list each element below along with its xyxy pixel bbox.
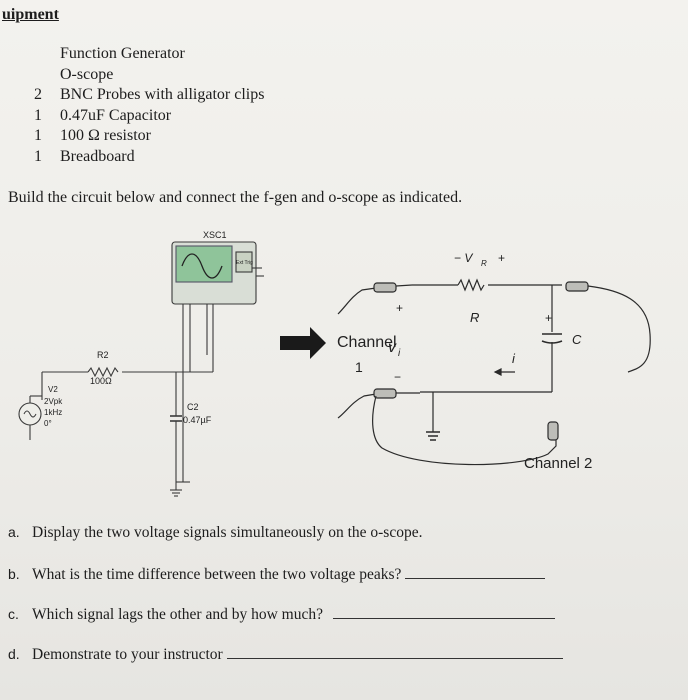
i-label: i (512, 351, 516, 366)
channel1-label: Channel (337, 334, 397, 351)
resistor-r (457, 278, 485, 292)
right-arrow-icon (280, 327, 326, 359)
circuit-diagram: XSC1 Ext Trig R2 100Ω V2 2Vpk 1kHz 0° C2… (18, 230, 651, 497)
ext-trig-block (235, 251, 253, 273)
channel2-probe-wire (587, 285, 651, 373)
answer-blank[interactable] (226, 644, 563, 659)
equipment-item: O-scope (60, 65, 114, 83)
alligator-clip-top (373, 282, 397, 293)
channel2-label: Channel 2 (524, 455, 592, 472)
vr-label: − V (454, 251, 473, 265)
cap-plus-sign: + (545, 311, 552, 325)
schematic (18, 241, 264, 497)
build-instruction: Build the circuit below and connect the … (8, 189, 463, 206)
vi-subscript: i (398, 348, 401, 359)
question-b: b. What is the time difference between t… (8, 564, 546, 584)
plus-sign: + (396, 301, 403, 315)
question-c: c. Which signal lags the other and by ho… (8, 604, 555, 624)
resistor-value: 100Ω (90, 376, 112, 386)
section-heading: uipment (2, 6, 59, 23)
schematic-labels: XSC1 Ext Trig R2 100Ω V2 2Vpk 1kHz 0° C2… (44, 230, 253, 428)
channel2-ground-wire (372, 395, 557, 466)
r-label: R (470, 310, 479, 325)
channel1-ground-wire (337, 393, 377, 419)
cap-ref: C2 (187, 402, 199, 412)
vr-subscript: R (481, 259, 487, 268)
c-label: C (572, 332, 582, 347)
answer-blank[interactable] (332, 604, 555, 619)
source-phase: 0° (44, 419, 52, 428)
alligator-clip-bottom (373, 388, 397, 399)
channel1-number: 1 (355, 359, 363, 375)
scope-screen (175, 245, 233, 283)
ext-trig-label: Ext Trig (236, 260, 253, 266)
source-ref: V2 (48, 385, 58, 394)
scope-label: XSC1 (203, 230, 227, 240)
question-d: d. Demonstrate to your instructor (8, 644, 563, 664)
vi-label: v (388, 339, 397, 356)
source-amp: 2Vpk (44, 397, 63, 406)
pictorial-circuit (337, 278, 651, 466)
resistor-r2 (87, 366, 119, 378)
minus-sign: − (394, 370, 401, 384)
source-freq: 1kHz (44, 408, 62, 417)
cap-value: 0.47µF (183, 415, 212, 425)
equipment-item: Function Generator (60, 45, 185, 62)
channel1-probe-wire (337, 287, 377, 315)
answer-blank[interactable] (405, 564, 546, 579)
pictorial-labels: Channel v i 1 − V R + R C i + + − Channe… (337, 251, 592, 472)
question-a: a. Display the two voltage signals simul… (8, 524, 423, 541)
resistor-ref: R2 (97, 350, 109, 360)
vr-plus: + (498, 251, 505, 265)
alligator-clip-ch2 (565, 281, 589, 292)
scope-sine-trace (181, 253, 223, 279)
